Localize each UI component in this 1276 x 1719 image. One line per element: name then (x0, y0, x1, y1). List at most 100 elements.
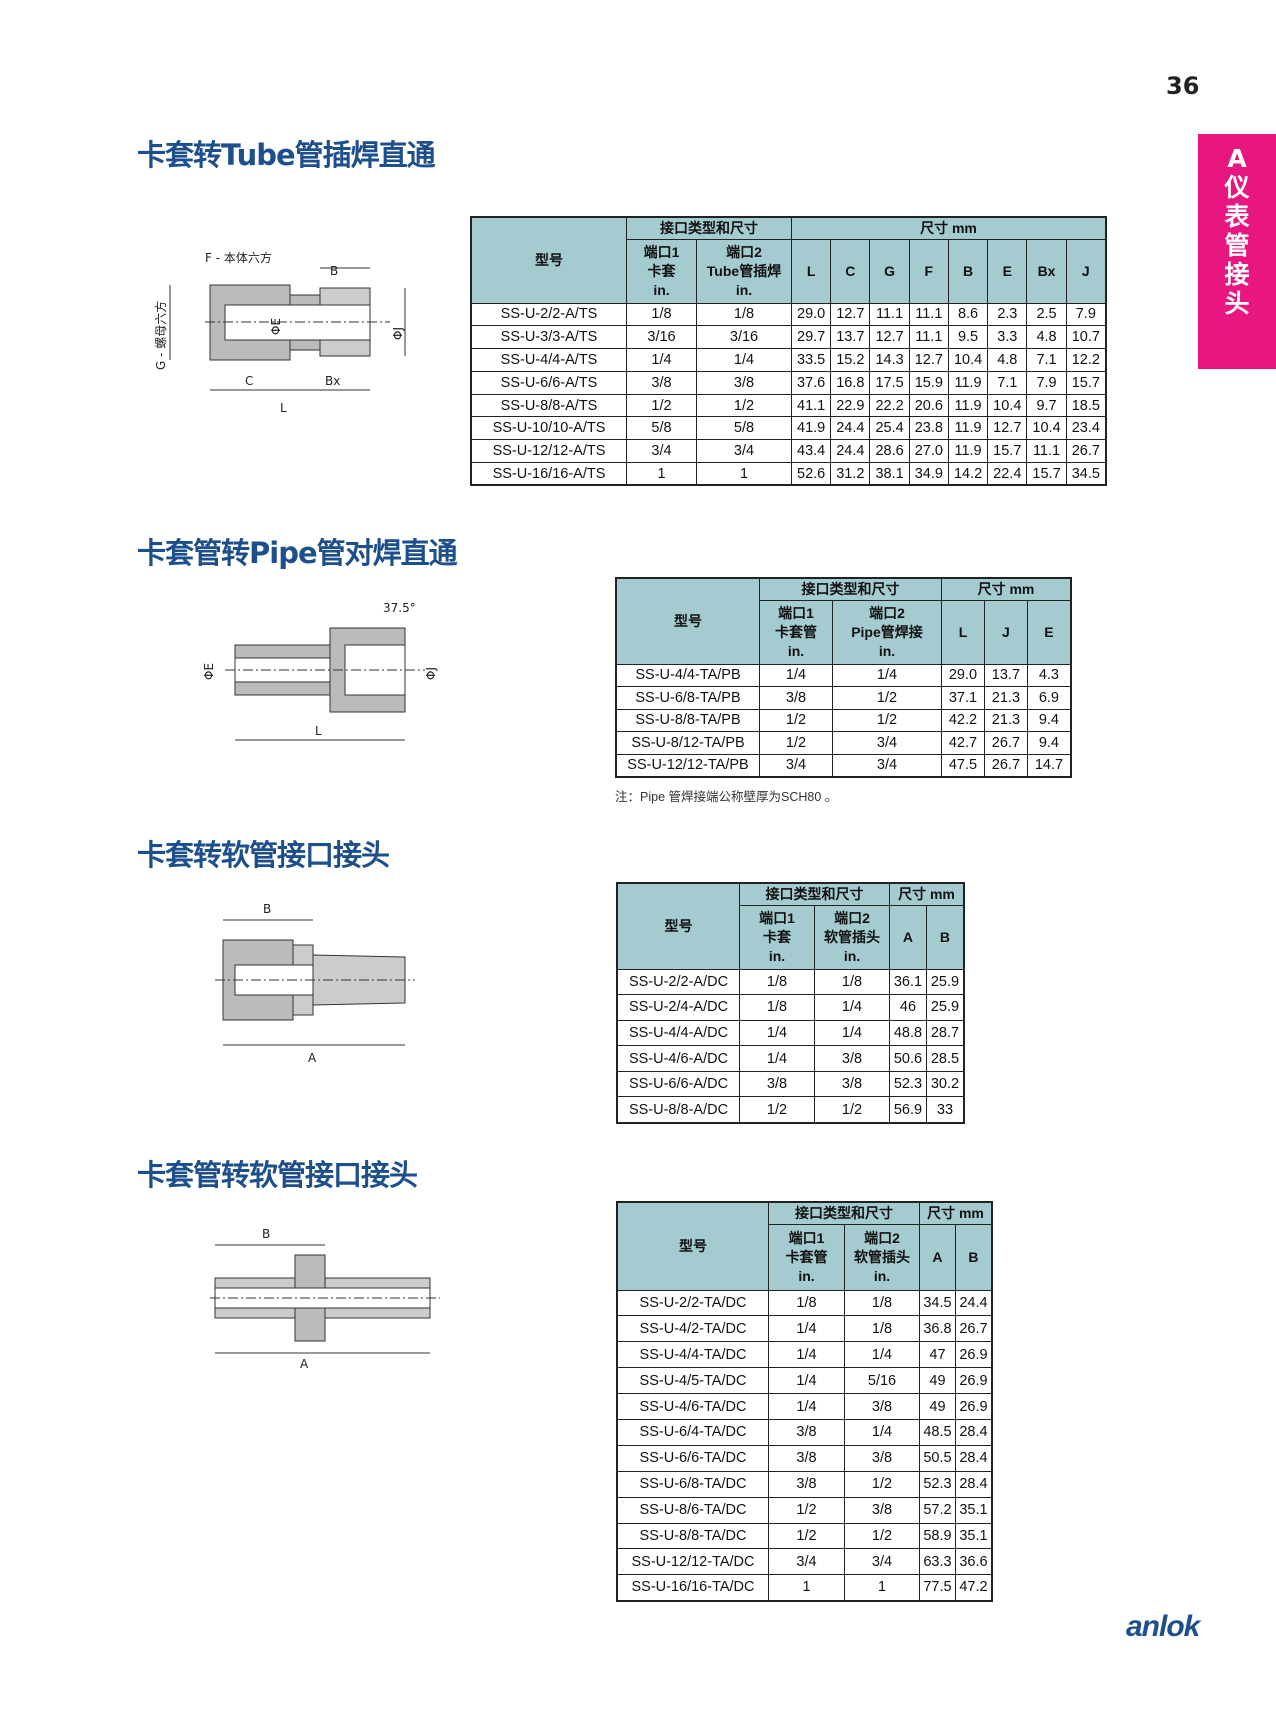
header-dim-j: J (983, 599, 1028, 665)
label-hex-body: F - 本体六方 (205, 250, 272, 265)
cell-value: 24.4 (954, 1289, 993, 1317)
side-tab-letter: A (1227, 144, 1247, 173)
label-a: A (308, 1051, 317, 1065)
cell-model: SS-U-6/8-TA/PB (615, 686, 760, 710)
cell-value: 1/2 (768, 1522, 845, 1550)
cell-value: 26.9 (954, 1341, 993, 1369)
header-dimension-group: 尺寸 mm (791, 216, 1107, 240)
cell-value: 10.4 (987, 393, 1028, 418)
cell-value: 1/2 (832, 686, 942, 710)
cell-model: SS-U-4/4-TA/DC (616, 1341, 769, 1369)
cell-value: 31.2 (830, 462, 871, 486)
cell-value: 28.6 (869, 439, 910, 464)
cell-model: SS-U-8/8-TA/DC (616, 1522, 769, 1550)
cell-value: 22.2 (869, 393, 910, 418)
header-model: 型号 (616, 882, 740, 970)
cell-value: 1/8 (814, 968, 890, 996)
cell-value: 11.9 (947, 416, 989, 441)
header-port-group: 接口类型和尺寸 (626, 216, 792, 240)
cell-model: SS-U-6/8-TA/DC (616, 1470, 769, 1498)
cell-value: 3/8 (814, 1045, 890, 1072)
cell-value: 15.2 (830, 348, 871, 372)
header-dim-b: B (954, 1223, 993, 1291)
cell-value: 3/4 (832, 731, 942, 755)
cell-value: 1/4 (768, 1367, 845, 1395)
table-note: 注：Pipe 管焊接端公称壁厚为SCH80 。 (615, 790, 838, 804)
cell-value: 15.7 (987, 439, 1028, 464)
cell-value: 7.9 (1065, 302, 1107, 327)
cell-value: 33 (925, 1096, 965, 1124)
cell-value: 11.1 (869, 302, 910, 327)
cell-value: 48.8 (889, 1019, 927, 1047)
side-tab-instrument-fittings[interactable]: A 仪表管接头 (1198, 134, 1276, 369)
cell-value: 58.9 (919, 1522, 956, 1550)
cell-value: 14.3 (869, 348, 910, 372)
diagram-tube-socket-weld: F - 本体六方 B G - 螺母六方 ΦE ΦJ C Bx L (153, 250, 406, 415)
cell-value: 1/2 (696, 393, 792, 418)
cell-value: 10.4 (947, 348, 989, 372)
cell-model: SS-U-12/12-TA/DC (616, 1548, 769, 1576)
cell-value: 26.9 (954, 1367, 993, 1395)
cell-value: 34.5 (919, 1289, 956, 1317)
label-b: B (263, 902, 271, 916)
header-dim-e: E (987, 238, 1028, 304)
section-title-hose-connector: 卡套转软管接口接头 (137, 838, 390, 872)
cell-value: 30.2 (925, 1070, 965, 1098)
cell-value: 1/8 (739, 994, 815, 1021)
label-l: L (315, 724, 322, 738)
cell-value: 12.2 (1065, 348, 1107, 372)
cell-model: SS-U-4/4-A/DC (616, 1019, 740, 1047)
header-dim-a: A (889, 904, 927, 970)
cell-value: 1/2 (759, 708, 833, 732)
cell-model: SS-U-2/4-A/DC (616, 994, 740, 1021)
cell-model: SS-U-16/16-A/TS (470, 462, 627, 486)
header-dimension-group: 尺寸 mm (889, 882, 965, 906)
cell-value: 35.1 (954, 1496, 993, 1524)
header-port-group: 接口类型和尺寸 (768, 1201, 920, 1225)
header-port-1: 端口1 卡套 in. (739, 904, 815, 970)
cell-value: 1 (844, 1574, 920, 1602)
cell-value: 22.9 (830, 393, 871, 418)
cell-model: SS-U-4/6-A/DC (616, 1045, 740, 1072)
cell-value: 38.1 (869, 462, 910, 486)
cell-value: 4.8 (987, 348, 1028, 372)
cell-value: 11.9 (947, 439, 989, 464)
cell-value: 5/8 (626, 416, 697, 441)
cell-value: 1 (626, 462, 697, 486)
cell-model: SS-U-4/4-A/TS (470, 348, 627, 372)
cell-value: 9.5 (947, 325, 989, 350)
label-l: L (280, 401, 287, 415)
cell-value: 9.4 (1026, 731, 1072, 755)
label-c: C (245, 374, 253, 388)
cell-value: 9.7 (1026, 393, 1067, 418)
cell-value: 1/4 (696, 348, 792, 372)
cell-value: 43.4 (790, 439, 832, 464)
cell-value: 20.6 (908, 393, 949, 418)
cell-value: 8.6 (947, 302, 989, 327)
cell-value: 52.3 (919, 1470, 956, 1498)
cell-value: 9.4 (1026, 708, 1072, 732)
cell-model: SS-U-10/10-A/TS (470, 416, 627, 441)
cell-value: 18.5 (1065, 393, 1107, 418)
cell-value: 15.7 (1026, 462, 1067, 486)
cell-value: 1/2 (626, 393, 697, 418)
cell-model: SS-U-12/12-TA/PB (615, 753, 760, 777)
cell-value: 11.1 (908, 325, 949, 350)
header-port-group: 接口类型和尺寸 (739, 882, 890, 906)
cell-value: 49 (919, 1367, 956, 1395)
